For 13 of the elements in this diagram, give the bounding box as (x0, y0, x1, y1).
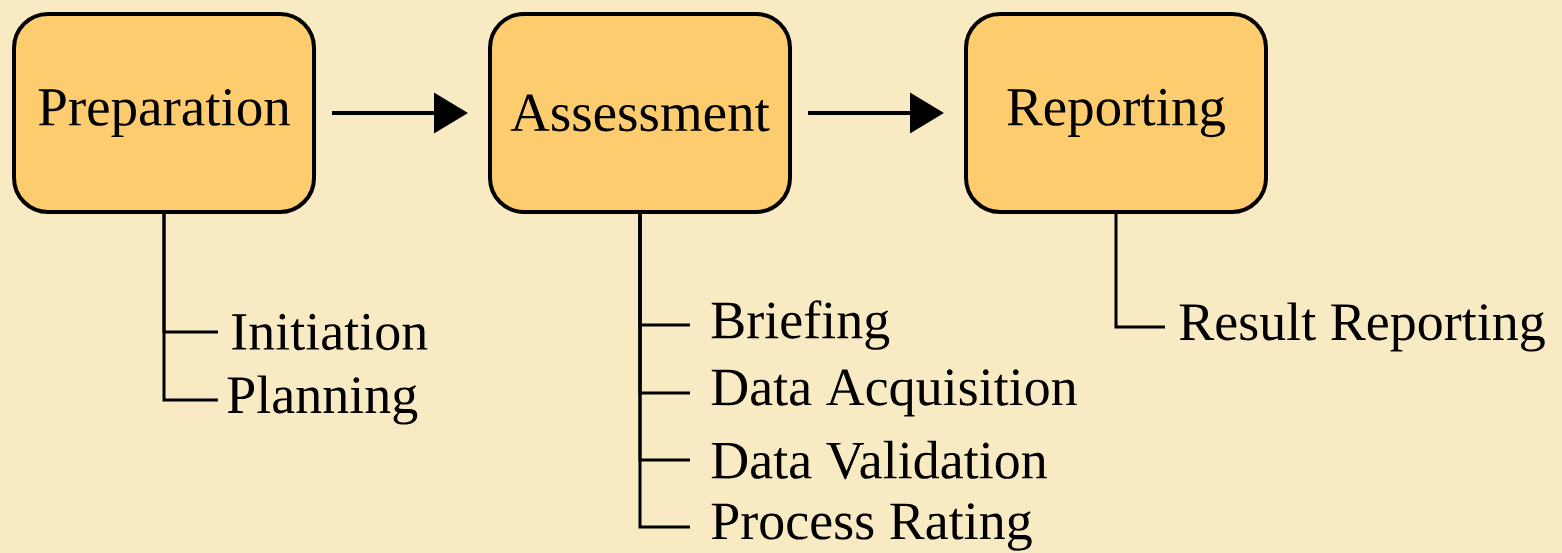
step-label: Data Acquisition (711, 369, 1077, 417)
tree-connector (162, 214, 218, 402)
stage-box: Reporting (964, 12, 1268, 214)
step-label: Initiation (232, 313, 428, 351)
step-label: Briefing (711, 300, 890, 350)
step-label: Process Rating (711, 503, 1032, 551)
stage-box: Assessment (488, 12, 792, 214)
step-label: Result Reporting (1179, 302, 1545, 352)
step-label: Planning (227, 375, 418, 425)
stage-box: Preparation (12, 12, 316, 214)
tree-connector (1114, 214, 1165, 329)
step-label: Data Validation (711, 440, 1047, 480)
tree-connector (638, 214, 690, 529)
